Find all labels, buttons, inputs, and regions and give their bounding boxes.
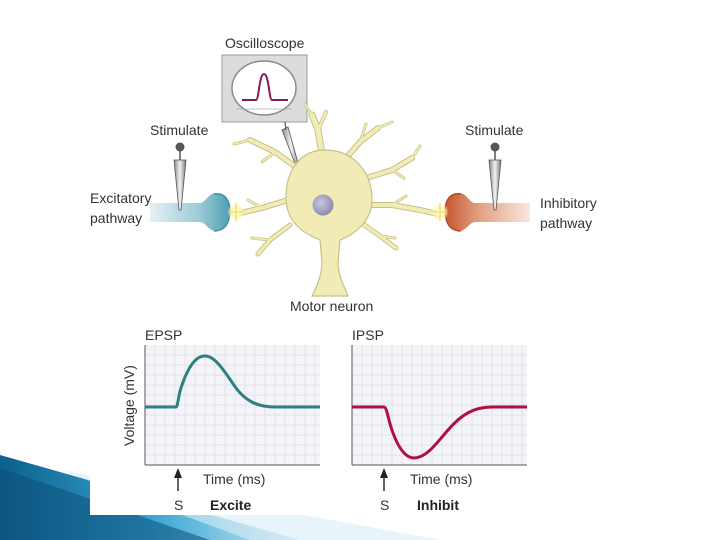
stimulate-left: Stimulate xyxy=(150,122,209,211)
inhibitory-label-line2: pathway xyxy=(540,215,592,231)
epsp-title: EPSP xyxy=(145,327,182,343)
epsp-action-label: Excite xyxy=(210,497,251,513)
ipsp-graph: IPSP Time (ms) xyxy=(351,327,527,513)
ipsp-plot-area xyxy=(352,345,527,465)
epsp-x-axis-label: Time (ms) xyxy=(203,471,265,487)
epsp-stimulus-arrow xyxy=(174,468,182,491)
stimulate-right-electrode-knob xyxy=(490,142,500,152)
epsp-plot-area xyxy=(145,345,320,465)
ipsp-stimulus-arrow xyxy=(380,468,388,491)
excitatory-label-line2: pathway xyxy=(90,210,142,226)
oscilloscope: Oscilloscope xyxy=(221,35,308,172)
excitatory-label-line1: Excitatory xyxy=(90,190,151,206)
epsp-y-axis-label: Voltage (mV) xyxy=(121,365,137,446)
inhibitory-label-line1: Inhibitory xyxy=(540,195,597,211)
motor-neuron: Motor neuron xyxy=(232,102,441,314)
excitatory-pathway: Excitatory pathway xyxy=(90,190,245,232)
ipsp-stimulus-mark: S xyxy=(380,497,389,513)
oscilloscope-label: Oscilloscope xyxy=(225,35,305,51)
nucleus xyxy=(312,194,334,216)
ipsp-title: IPSP xyxy=(352,327,384,343)
inhibitory-pathway: Inhibitory pathway xyxy=(431,192,597,232)
motor-neuron-label: Motor neuron xyxy=(290,298,373,314)
stimulate-right-needle xyxy=(488,159,502,211)
stimulate-right: Stimulate xyxy=(465,122,524,211)
epsp-stimulus-mark: S xyxy=(174,497,183,513)
ipsp-action-label: Inhibit xyxy=(417,497,459,513)
epsp-trace xyxy=(145,354,320,409)
stimulate-left-electrode-knob xyxy=(175,142,185,152)
epsp-graph: EPSP Voltage (m xyxy=(121,327,320,513)
oscilloscope-trace xyxy=(242,72,288,101)
ipsp-x-axis-label: Time (ms) xyxy=(410,471,472,487)
ipsp-trace xyxy=(352,405,527,460)
stimulate-left-needle xyxy=(173,159,187,211)
stimulate-left-label: Stimulate xyxy=(150,122,209,138)
stimulate-right-label: Stimulate xyxy=(465,122,524,138)
